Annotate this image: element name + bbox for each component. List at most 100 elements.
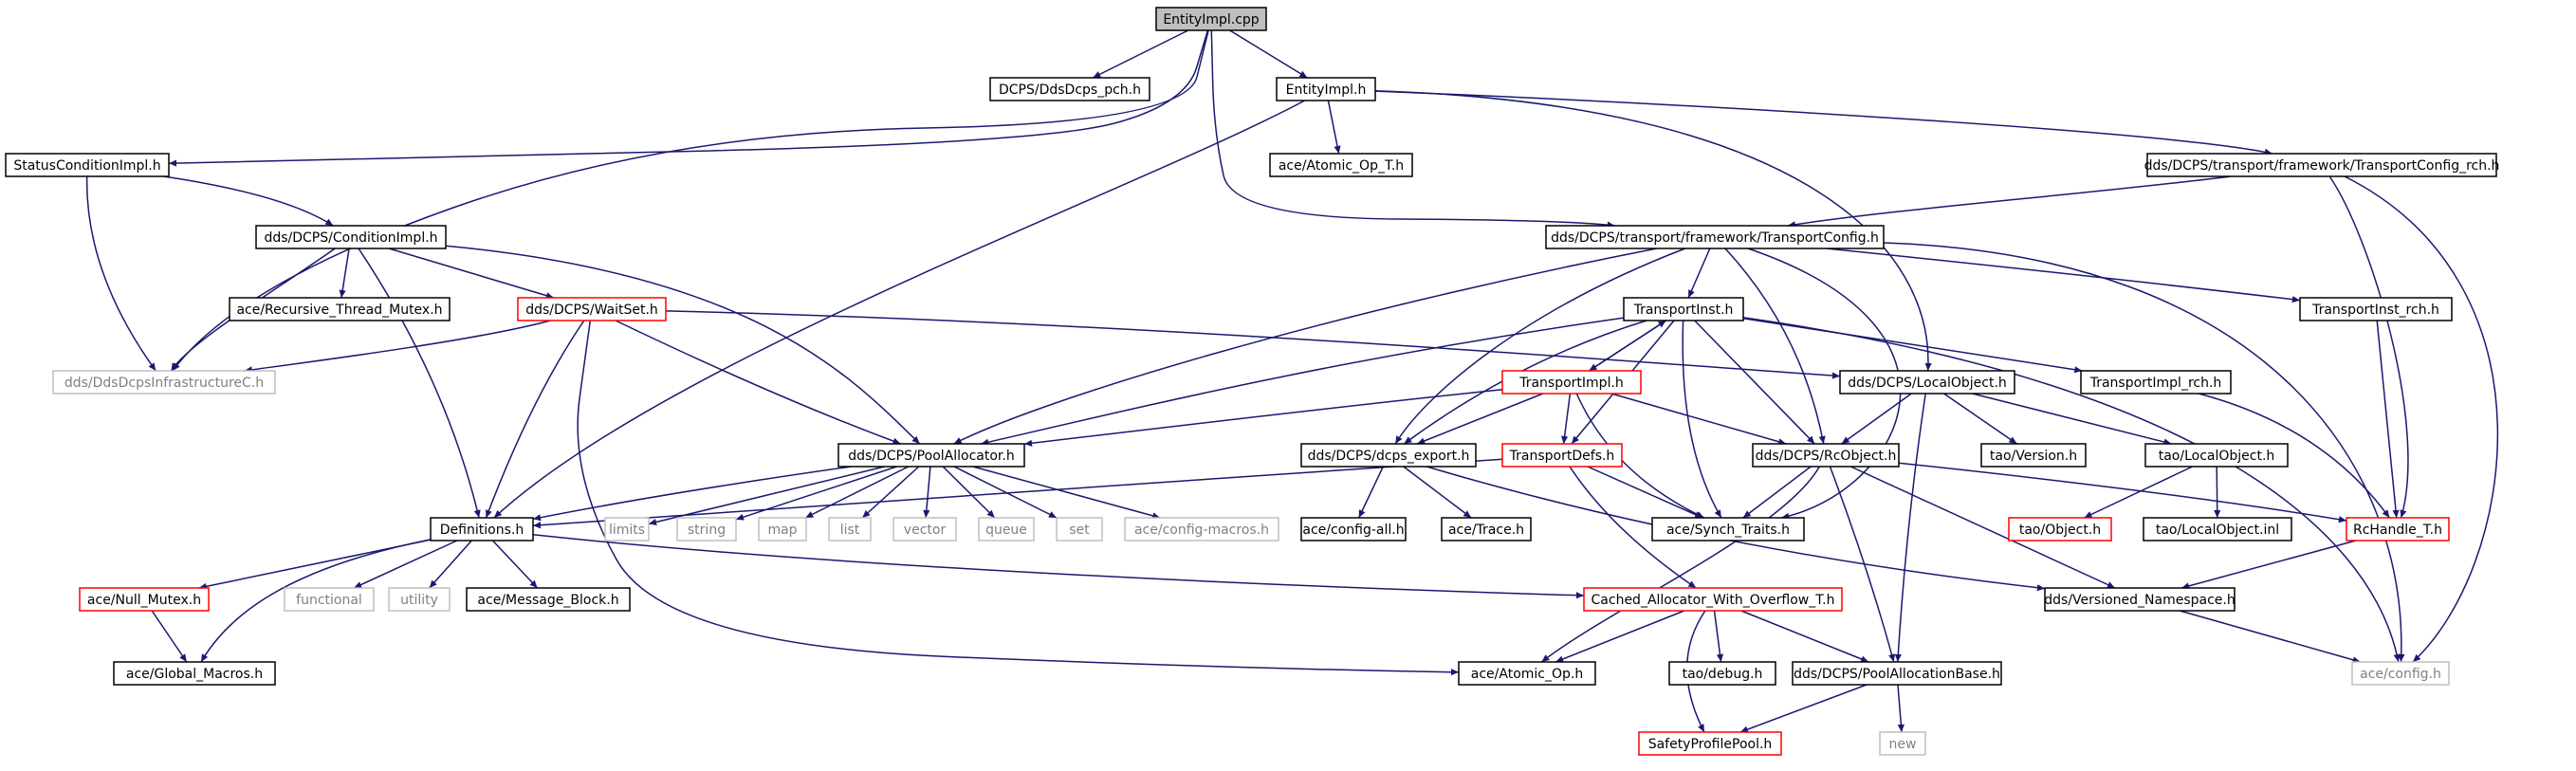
dependency-edge <box>665 310 1841 379</box>
edge-line <box>615 320 901 445</box>
node-box <box>1458 661 1596 686</box>
dependency-edge <box>1739 684 1868 733</box>
node-label: ace/Synch_Traits.h <box>1666 523 1790 538</box>
node-label: ace/Atomic_Op.h <box>1471 667 1583 682</box>
dependency-edge <box>1587 466 1703 519</box>
dependency-edge <box>942 466 996 519</box>
file-node[interactable]: dds/DCPS/PoolAllocator.h <box>837 443 1025 468</box>
file-node[interactable]: functional <box>284 587 375 612</box>
edge-line <box>1610 393 1787 446</box>
edge-line <box>1739 684 1868 733</box>
file-node[interactable]: dds/DCPS/dcps_export.h <box>1300 443 1477 468</box>
node-box <box>1638 731 1782 756</box>
node-label: dds/DCPS/transport/framework/TransportCo… <box>1551 230 1879 246</box>
file-node[interactable]: queue <box>978 517 1035 542</box>
file-node[interactable]: ace/Global_Macros.h <box>113 661 276 686</box>
file-node[interactable]: ace/Atomic_Op_T.h <box>1269 153 1413 177</box>
file-node[interactable]: ace/Null_Mutex.h <box>79 587 210 612</box>
file-node[interactable]: dds/DCPS/RcObject.h <box>1752 443 1900 468</box>
file-node[interactable]: dds/DCPS/LocalObject.h <box>1839 370 2015 395</box>
file-node[interactable]: dds/DCPS/transport/framework/TransportCo… <box>1545 225 1885 249</box>
file-node[interactable]: StatusConditionImpl.h <box>5 153 170 177</box>
edge-line <box>1849 466 2116 589</box>
file-node[interactable]: ace/Recursive_Thread_Mutex.h <box>229 297 451 321</box>
dependency-edge <box>981 317 1625 446</box>
edge-line <box>1841 393 1912 445</box>
edge-line <box>1724 248 1826 445</box>
edge-line <box>1742 466 1812 519</box>
node-box <box>466 587 631 612</box>
dependency-edge <box>1694 320 1815 445</box>
node-box <box>1792 661 2002 686</box>
file-node[interactable]: ace/config-macros.h <box>1124 517 1279 542</box>
file-node[interactable]: ace/Message_Block.h <box>466 587 631 612</box>
file-node[interactable]: EntityImpl.h <box>1276 77 1376 101</box>
file-node[interactable]: EntityImpl.cpp <box>1155 7 1267 31</box>
file-node[interactable]: RcHandle_T.h <box>2346 517 2450 542</box>
file-node[interactable]: tao/Version.h <box>1980 443 2087 468</box>
node-box <box>1300 443 1477 468</box>
file-node[interactable]: TransportInst_rch.h <box>2299 297 2453 321</box>
file-node[interactable]: utility <box>388 587 451 612</box>
node-box <box>978 517 1035 542</box>
file-node[interactable]: dds/DCPS/transport/framework/TransportCo… <box>2144 153 2500 177</box>
file-node[interactable]: ace/Synch_Traits.h <box>1651 517 1805 542</box>
node-label: dds/DCPS/ConditionImpl.h <box>264 230 437 246</box>
dependency-edge <box>1210 29 1615 229</box>
file-node[interactable]: string <box>676 517 737 542</box>
file-node[interactable]: vector <box>892 517 957 542</box>
node-label: ace/Global_Macros.h <box>126 667 263 682</box>
file-node[interactable]: limits <box>604 517 650 542</box>
node-box <box>892 517 957 542</box>
node-box <box>2008 517 2112 542</box>
file-node[interactable]: list <box>828 517 872 542</box>
file-node[interactable]: set <box>1056 517 1103 542</box>
file-node[interactable]: tao/LocalObject.inl <box>2143 517 2292 542</box>
file-node[interactable]: SafetyProfilePool.h <box>1638 731 1782 756</box>
dependency-edge <box>1724 248 1826 445</box>
file-node[interactable]: dds/DCPS/PoolAllocationBase.h <box>1792 661 2002 686</box>
edge-line <box>2180 540 2357 590</box>
file-node[interactable]: dds/DCPS/WaitSet.h <box>517 297 667 321</box>
file-node[interactable]: Cached_Allocator_With_Overflow_T.h <box>1583 587 1843 612</box>
file-node[interactable]: Definitions.h <box>430 517 534 542</box>
edge-line <box>1092 29 1189 79</box>
dependency-edge <box>163 175 334 227</box>
file-node[interactable]: ace/config-all.h <box>1300 517 1407 542</box>
file-node[interactable]: TransportDefs.h <box>1501 443 1623 468</box>
file-node[interactable]: ace/Atomic_Op.h <box>1458 661 1596 686</box>
file-node[interactable]: ace/Trace.h <box>1441 517 1532 542</box>
node-box <box>1501 370 1642 395</box>
node-label: tao/Version.h <box>1990 449 2077 464</box>
file-node[interactable]: tao/LocalObject.h <box>2144 443 2289 468</box>
edge-line <box>353 540 458 589</box>
node-label: tao/Object.h <box>2019 523 2101 538</box>
file-node[interactable]: TransportImpl.h <box>1501 370 1642 395</box>
file-node[interactable]: TransportImpl_rch.h <box>2080 370 2232 395</box>
edge-line <box>1555 610 1685 663</box>
file-node[interactable]: DCPS/DdsDcps_pch.h <box>989 77 1150 101</box>
edge-line <box>1588 320 1667 372</box>
file-node[interactable]: dds/Versioned_Namespace.h <box>2044 587 2236 612</box>
dependency-edge <box>1897 684 1904 733</box>
node-label: dds/DCPS/PoolAllocator.h <box>848 449 1014 464</box>
file-node[interactable]: ace/config.h <box>2351 661 2450 686</box>
file-node[interactable]: tao/Object.h <box>2008 517 2112 542</box>
dependency-edge <box>1898 462 2347 523</box>
file-node[interactable]: new <box>1879 731 1926 756</box>
edge-line <box>665 310 1841 379</box>
node-label: map <box>767 523 797 538</box>
dependency-edge <box>1826 248 2301 303</box>
dependency-edge <box>244 320 551 374</box>
file-node[interactable]: dds/DCPS/ConditionImpl.h <box>255 225 447 249</box>
node-box <box>1056 517 1103 542</box>
edge-line <box>1374 90 2272 156</box>
dependency-edges <box>85 29 2499 733</box>
edge-line <box>2084 466 2193 519</box>
file-node[interactable]: map <box>758 517 807 542</box>
file-node[interactable]: tao/debug.h <box>1668 661 1776 686</box>
file-node[interactable]: dds/DdsDcpsInfrastructureC.h <box>52 370 276 395</box>
node-label: RcHandle_T.h <box>2353 523 2442 538</box>
node-box <box>828 517 872 542</box>
file-node[interactable]: TransportInst.h <box>1623 297 1744 321</box>
